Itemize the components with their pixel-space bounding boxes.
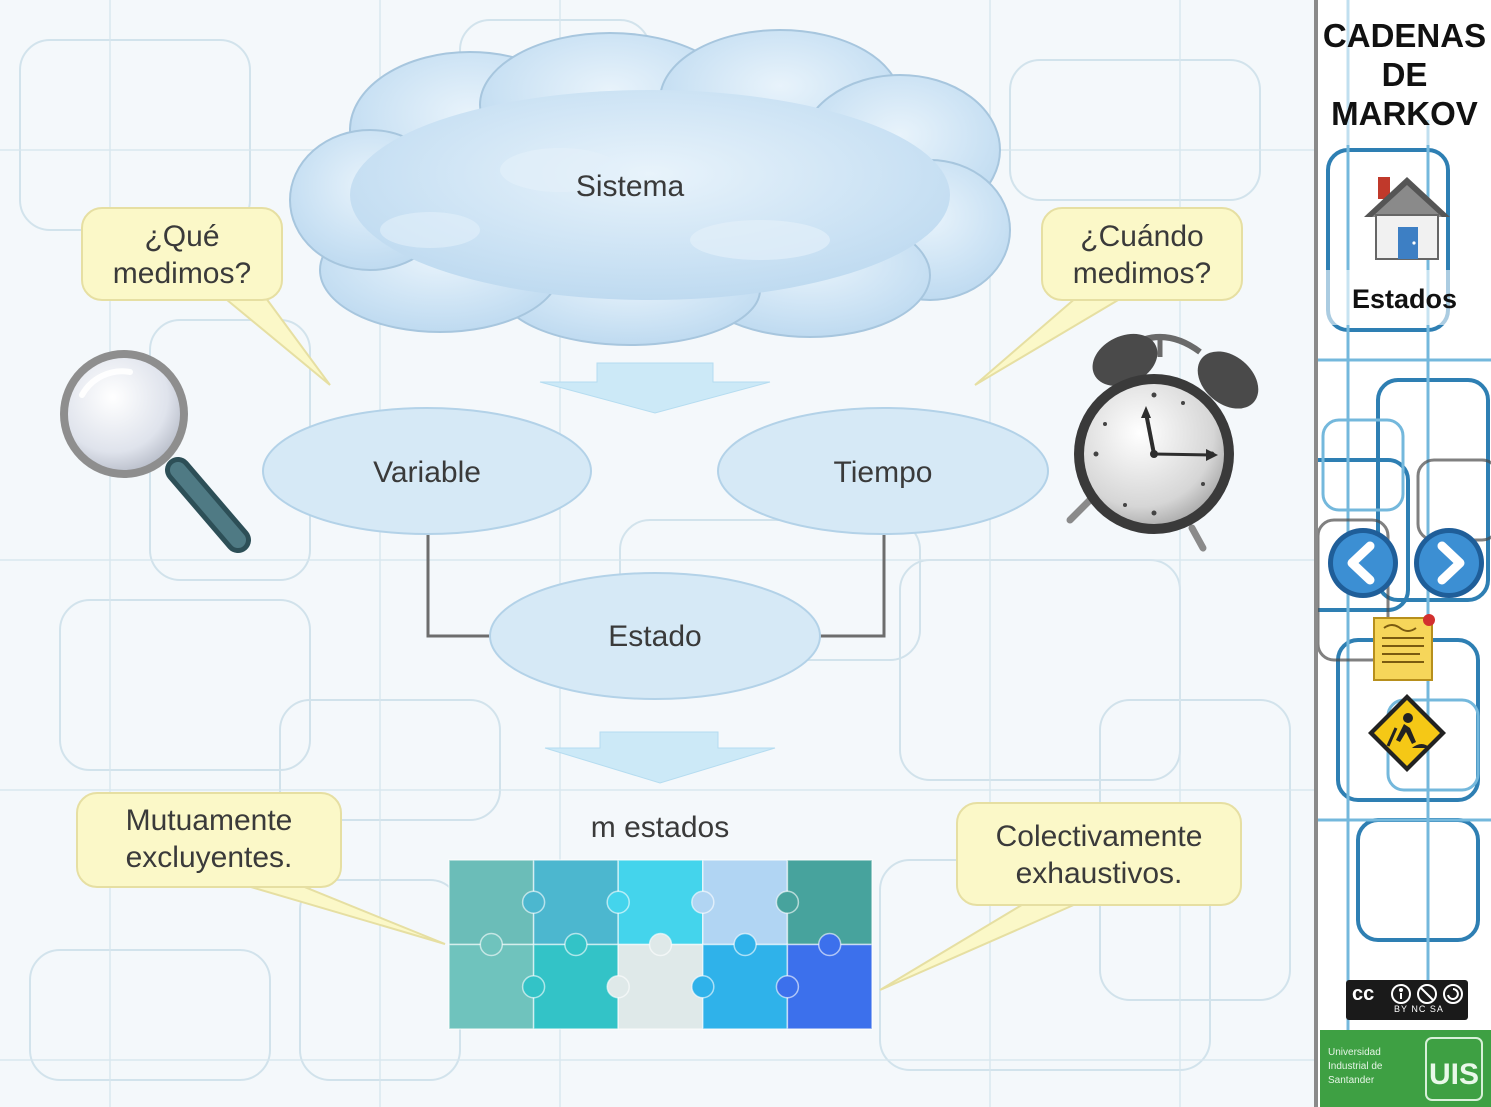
sistema-cloud — [289, 29, 1011, 346]
puzzle-grid — [448, 859, 873, 1030]
puzzle-piece — [786, 943, 873, 1030]
puzzle-knob — [817, 932, 842, 957]
variable-ellipse — [262, 407, 592, 535]
puzzle-knob — [733, 932, 757, 957]
sidebar-title-line-1: CADENAS — [1322, 17, 1487, 54]
sidebar-title-line-2: DE — [1381, 56, 1428, 93]
callout-when-box — [1041, 207, 1243, 301]
callout-what-box — [81, 207, 283, 301]
down-arrow-top — [539, 362, 771, 414]
puzzle-piece — [532, 943, 619, 1030]
variable-label: Variable — [373, 456, 481, 489]
callout-when-line-2: medimos? — [1072, 257, 1212, 290]
puzzle-knob — [606, 890, 630, 914]
callout-when-text: ¿Cuándo medimos? — [1042, 218, 1242, 292]
callout-left-box — [76, 792, 342, 888]
puzzle-piece — [617, 943, 704, 1030]
puzzle-knob — [775, 890, 800, 914]
sidebar-title: CADENAS DE MARKOV — [1318, 16, 1491, 133]
callout-right-line-2: exhaustivos. — [1015, 857, 1183, 890]
cc-license-terms: BY NC SA — [1394, 1004, 1444, 1014]
cc-logo: cc — [1352, 983, 1375, 1005]
estado-ellipse — [489, 572, 821, 700]
puzzle-knob — [648, 932, 673, 957]
home-icon[interactable] — [1362, 175, 1452, 263]
puzzle-knob — [606, 975, 630, 999]
alarm-clock-icon — [1066, 333, 1259, 552]
diagram-stage: Sistema ¿Qué medimos? ¿Cuándo medimos? V… — [60, 29, 1259, 1030]
puzzle-knob — [521, 975, 546, 999]
callout-left-line-1: Mutuamente — [125, 804, 293, 837]
down-arrow-bottom — [544, 731, 776, 784]
puzzle-piece — [448, 859, 535, 946]
diagram-graphics — [60, 29, 1259, 1030]
callout-right-line-1: Colectivamente — [995, 820, 1203, 853]
puzzle-knob — [479, 932, 504, 957]
university-name: Universidad Industrial de Santander — [1328, 1046, 1412, 1088]
callout-left-line-2: excluyentes. — [125, 841, 293, 874]
estado-label: Estado — [608, 620, 702, 653]
connector-tiempo-estado — [818, 535, 886, 638]
callout-what-line-2: medimos? — [112, 257, 252, 290]
sidebar-section-label: Estados — [1351, 284, 1458, 314]
uis-logo-icon: UIS — [1425, 1037, 1483, 1101]
sidebar-pattern — [1318, 0, 1491, 1107]
puzzle-piece — [786, 859, 873, 946]
callout-tail-right — [879, 899, 1086, 991]
callout-what-line-1: ¿Qué — [144, 220, 220, 253]
m-estados-label: m estados — [590, 811, 730, 844]
puzzle-knob — [564, 932, 588, 957]
puzzle-piece — [532, 859, 619, 946]
tiempo-ellipse — [717, 407, 1049, 535]
sidebar-title-line-3: MARKOV — [1331, 95, 1478, 132]
puzzle-knob — [521, 890, 546, 914]
arrow-left-icon[interactable] — [1326, 526, 1400, 600]
magnifier-icon — [60, 350, 251, 553]
puzzle-knob — [691, 890, 715, 914]
callout-when-line-1: ¿Cuándo — [1080, 220, 1204, 253]
cc-license-badge[interactable]: cc BY NC SA — [1346, 980, 1468, 1020]
arrow-right-icon[interactable] — [1412, 526, 1486, 600]
construction-icon[interactable] — [1366, 692, 1448, 774]
university-logo-box[interactable]: Universidad Industrial de Santander UIS — [1320, 1030, 1491, 1107]
callout-right-text: Colectivamente exhaustivos. — [957, 818, 1241, 892]
puzzle-knob — [691, 975, 715, 999]
callout-what-text: ¿Qué medimos? — [82, 218, 282, 292]
tiempo-label: Tiempo — [833, 456, 933, 489]
connector-variable-estado — [426, 535, 495, 638]
callout-right-box — [956, 802, 1242, 906]
university-name-line-1: Universidad — [1328, 1047, 1381, 1058]
puzzle-piece — [702, 943, 789, 1030]
puzzle-knob — [775, 975, 800, 999]
puzzle-piece — [448, 943, 535, 1030]
university-name-line-2: Industrial de — [1328, 1061, 1383, 1072]
callout-left-text: Mutuamente excluyentes. — [77, 802, 341, 876]
sidebar: CADENAS DE MARKOV Estados — [1314, 0, 1491, 1107]
callout-tail-what — [212, 289, 331, 386]
puzzle-piece — [617, 859, 704, 946]
uis-logo-text: UIS — [1429, 1058, 1479, 1091]
puzzle-piece — [702, 859, 789, 946]
university-name-line-3: Santander — [1328, 1075, 1375, 1086]
cc-attribution-icons — [1391, 984, 1463, 1004]
notepad-icon[interactable] — [1370, 612, 1440, 684]
sistema-label: Sistema — [575, 170, 685, 203]
